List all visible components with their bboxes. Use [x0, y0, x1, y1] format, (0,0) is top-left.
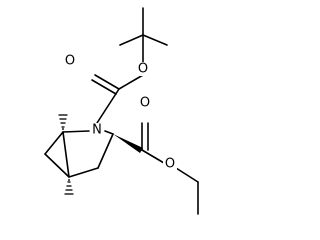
atom-oxygen-boc-ester: O [136, 62, 150, 77]
bond-cyclopropane-c5 [44, 153, 70, 178]
atom-oxygen-ethyl-ester: O [163, 157, 177, 172]
bond-c4-to-c3 [97, 133, 114, 169]
svg-text:N: N [92, 123, 102, 138]
molecule-diagram: O O N O O [44, 7, 199, 215]
bond-n-to-c1 [62, 130, 90, 133]
bond-boc-carbonyl-double-1 [94, 74, 120, 90]
svg-text:O: O [65, 54, 75, 69]
bond-boc-carbonyl-double-2 [91, 79, 117, 95]
bond-c1-to-c5 [62, 131, 70, 178]
atom-oxygen-ester-carbonyl: O [138, 96, 152, 111]
atom-oxygen-boc-carbonyl: O [63, 54, 77, 69]
bond-tbu-methyl-right [142, 34, 168, 46]
atom-nitrogen: N [90, 123, 104, 138]
bond-cyclopropane-c1 [44, 131, 64, 155]
bond-c3-to-n [104, 130, 114, 135]
hash-bond-bottom [64, 179, 74, 195]
svg-text:O: O [165, 157, 175, 172]
bond-c5-to-c4 [68, 167, 99, 178]
hash-bond-top [58, 114, 68, 130]
bond-oxygen-to-boc-carbon [118, 74, 144, 90]
bond-boc-carbon-to-nitrogen [96, 88, 120, 124]
bond-ester-to-oxygen [141, 149, 165, 164]
svg-text:O: O [138, 62, 148, 77]
svg-text:O: O [140, 96, 150, 111]
wedge-bond-ester [113, 134, 143, 153]
bond-oxygen-to-ch2 [175, 167, 199, 183]
bond-tbu-methyl-left [119, 34, 144, 46]
structure-svg: O O N O O [44, 7, 199, 215]
